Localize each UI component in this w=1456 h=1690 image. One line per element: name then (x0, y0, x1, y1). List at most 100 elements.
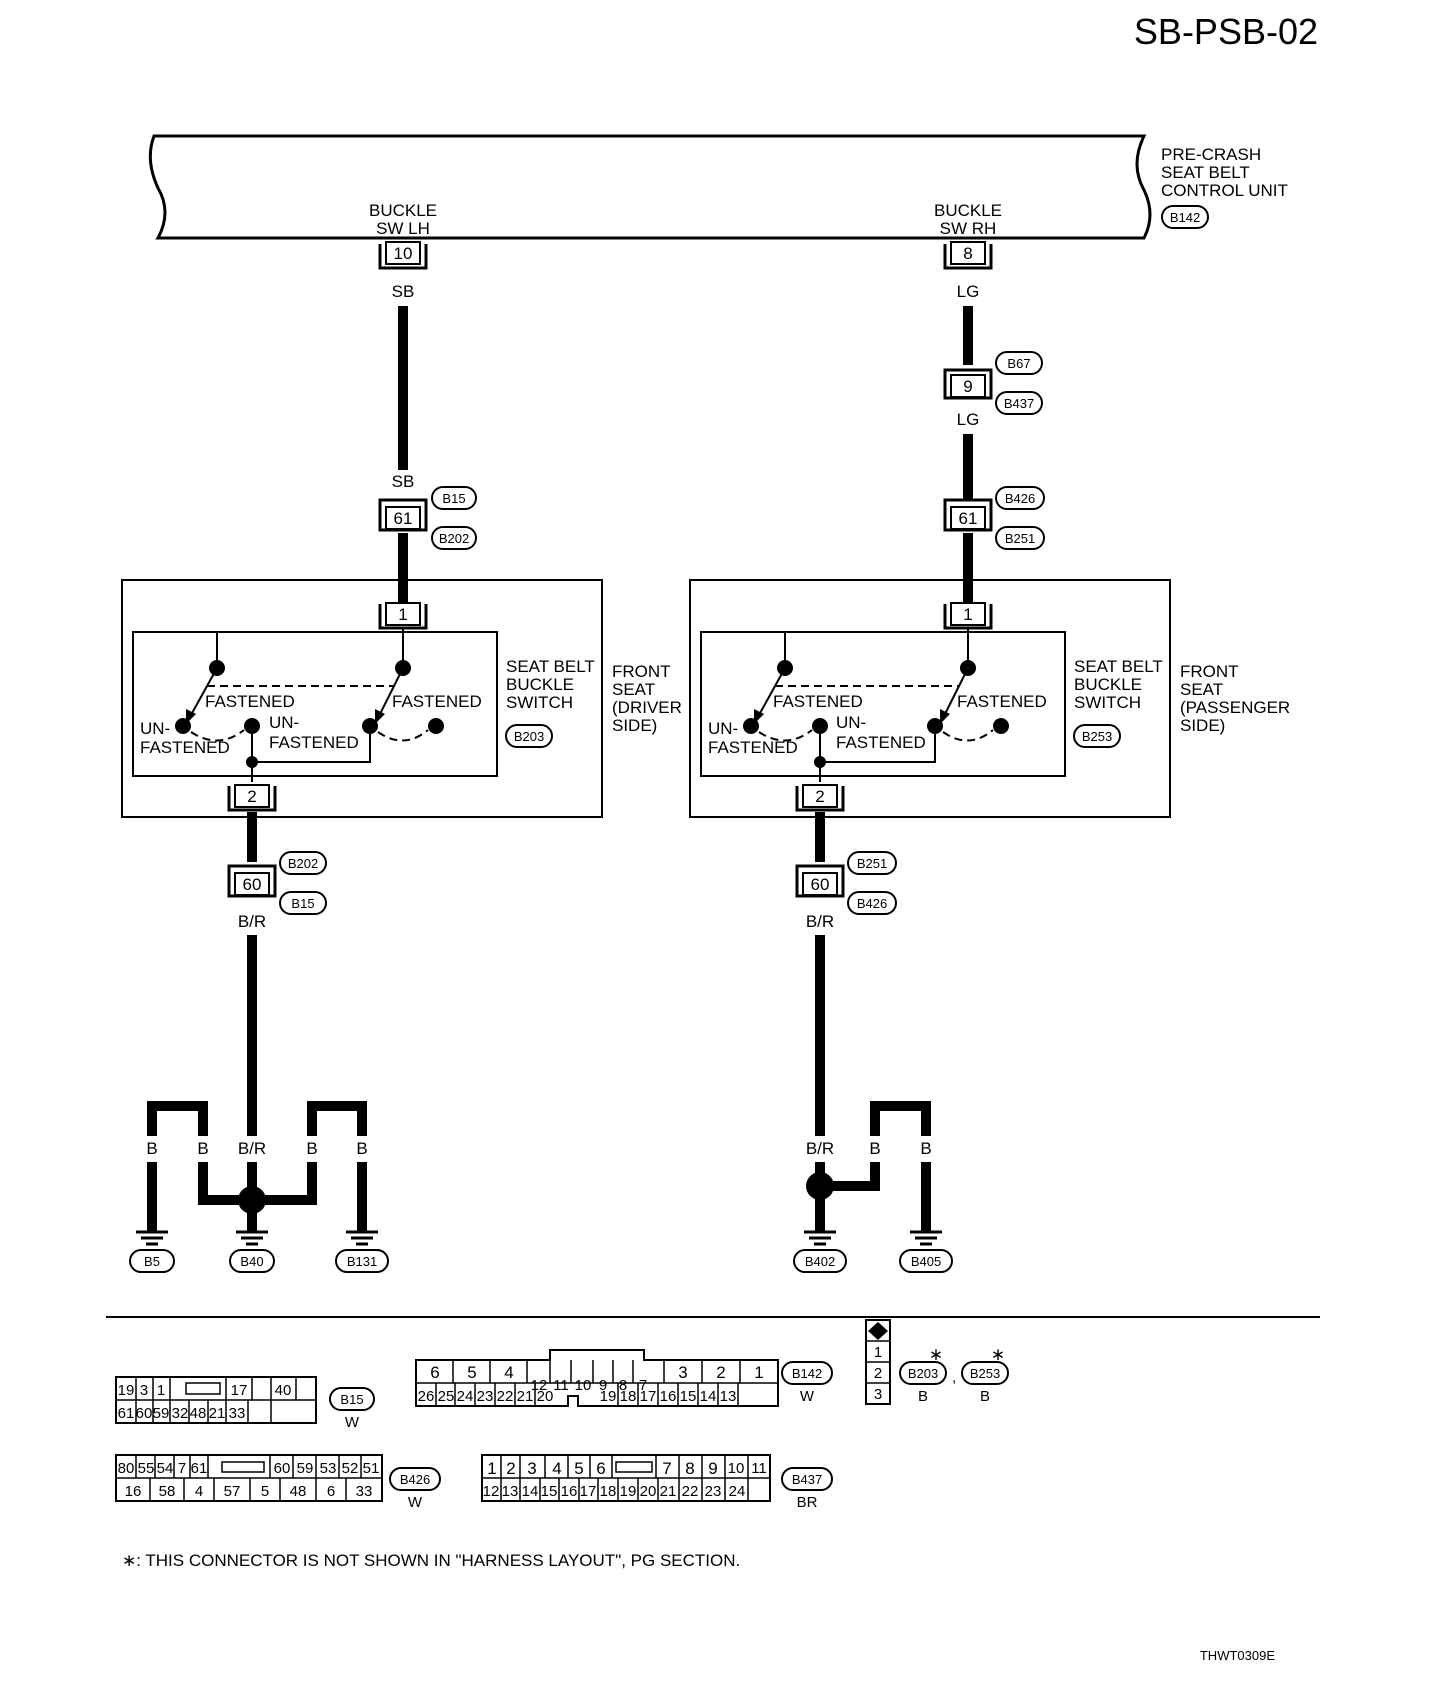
connector-id: B203 (908, 1366, 938, 1381)
switch-wire (252, 734, 371, 763)
ground-wire-color: B (869, 1139, 880, 1158)
seat-name-3: (PASSENGER (1180, 698, 1290, 717)
switch-motion (377, 729, 429, 742)
switch-name-2: BUCKLE (1074, 675, 1142, 694)
pin-label: 5 (574, 1459, 583, 1478)
buckle-sw-rh-label-2: SW RH (940, 219, 997, 238)
ground-badge (129, 1249, 175, 1273)
pin-label: 5 (467, 1363, 476, 1382)
connector-id: B202 (288, 856, 318, 871)
connector-b203: 1 2 3 ∗ B203 B , ∗ B253 B (865, 1319, 1009, 1405)
joint-box (950, 506, 986, 530)
pin-label: 1 (157, 1382, 165, 1399)
pin-label: 61 (191, 1460, 208, 1477)
joint-pin: 61 (959, 509, 978, 528)
ground-symbol (804, 1230, 942, 1246)
left-circuit: 10 SB SB 61 B15 B202 1 (121, 241, 682, 1273)
ground-symbol (136, 1230, 378, 1246)
buckle-switch-box (700, 631, 1066, 777)
pin-label: 33 (356, 1483, 373, 1500)
buckle-switch-box (132, 631, 498, 777)
wire (307, 1101, 367, 1136)
pin-label: 15 (541, 1483, 558, 1500)
pin-label: 1 (874, 1344, 882, 1361)
footnote: ∗: THIS CONNECTOR IS NOT SHOWN IN "HARNE… (122, 1551, 740, 1570)
terminal-box (950, 241, 986, 265)
pin-label: 19 (600, 1388, 617, 1405)
switch-contact (993, 718, 1009, 734)
switch-wire (820, 734, 936, 763)
wire-color: SB (392, 472, 415, 491)
unfastened-label: UN- (708, 719, 738, 738)
seat-name-4: SIDE) (612, 716, 657, 735)
pin-label: 11 (751, 1460, 767, 1477)
pin-label: 25 (438, 1388, 455, 1405)
pin-label: 13 (720, 1388, 737, 1405)
switch-motion (758, 729, 813, 742)
switch-name-3: SWITCH (506, 693, 573, 712)
joint-bracket (227, 864, 277, 898)
connector-views: 19 3 1 17 40 61 60 59 32 48 21 33 B15 W (115, 1319, 1009, 1511)
seat-name-1: FRONT (612, 662, 671, 681)
unfastened-label: FASTENED (836, 733, 926, 752)
connector-id: B251 (1005, 531, 1035, 546)
pin-label: 18 (600, 1483, 617, 1500)
switch-connector: B253 (1082, 729, 1112, 744)
unfastened-label: FASTENED (269, 733, 359, 752)
connector-badge (995, 486, 1045, 510)
ground-wire-color: B/R (238, 1139, 266, 1158)
connector-id: B251 (857, 856, 887, 871)
pin-label: 2 (716, 1363, 725, 1382)
pin-label: 4 (504, 1363, 513, 1382)
fastened-label: FASTENED (392, 692, 482, 711)
pin-label: 61 (118, 1405, 135, 1422)
seat-pin-bottom: 2 (815, 787, 824, 806)
ground-id: B131 (347, 1254, 377, 1269)
mid-pin: 9 (963, 377, 972, 396)
pin-label: 7 (639, 1377, 647, 1394)
right-circuit: 8 LG 9 B67 B437 LG 61 B426 B251 1 (689, 241, 1290, 1273)
joint-bracket (795, 864, 845, 898)
pin-label: 3 (140, 1382, 148, 1399)
terminal-box (385, 241, 421, 265)
connector-id: B67 (1007, 356, 1030, 371)
connector-color: B (980, 1388, 990, 1405)
pin-label: 16 (125, 1483, 142, 1500)
switch-contact (428, 718, 444, 734)
pin-label: 58 (159, 1483, 176, 1500)
pin-label: 24 (457, 1388, 474, 1405)
pin-label: 59 (297, 1460, 314, 1477)
pin-label: 60 (136, 1405, 153, 1422)
terminal-bracket (943, 244, 993, 270)
pin-label: 52 (342, 1460, 359, 1477)
switch-contact (175, 718, 191, 734)
connector-id: B142 (792, 1366, 822, 1381)
pin-label: 6 (430, 1363, 439, 1382)
buckle-sw-rh-label-1: BUCKLE (934, 201, 1002, 220)
ground-badge (335, 1249, 389, 1273)
switch-motion (942, 729, 994, 742)
wire-color: LG (957, 410, 980, 429)
connector-color: W (408, 1494, 423, 1511)
wire (870, 1101, 931, 1136)
pin-label: 15 (680, 1388, 697, 1405)
connector-b142: 6 5 4 12 11 10 9 8 7 3 2 1 26 25 24 23 2… (415, 1349, 833, 1407)
joint-pin: 61 (394, 509, 413, 528)
control-unit-outline (148, 134, 1152, 240)
switch-name-2: BUCKLE (506, 675, 574, 694)
ground-id: B402 (805, 1254, 835, 1269)
pin-label: 20 (537, 1388, 554, 1405)
pin-label: 48 (290, 1483, 307, 1500)
pin-label: 8 (685, 1459, 694, 1478)
switch-contact (362, 718, 378, 734)
pin-label: 3 (678, 1363, 687, 1382)
connector-b437: 1 2 3 4 5 6 7 8 9 10 11 12 13 14 15 16 1… (481, 1454, 833, 1511)
pin-label: 14 (700, 1388, 717, 1405)
seat-name-2: SEAT (1180, 680, 1223, 699)
connector-color: B (918, 1388, 928, 1405)
pin-label: 20 (640, 1483, 657, 1500)
connector-badge (431, 526, 477, 550)
connector-id: B202 (439, 531, 469, 546)
ground-id: B5 (144, 1254, 160, 1269)
